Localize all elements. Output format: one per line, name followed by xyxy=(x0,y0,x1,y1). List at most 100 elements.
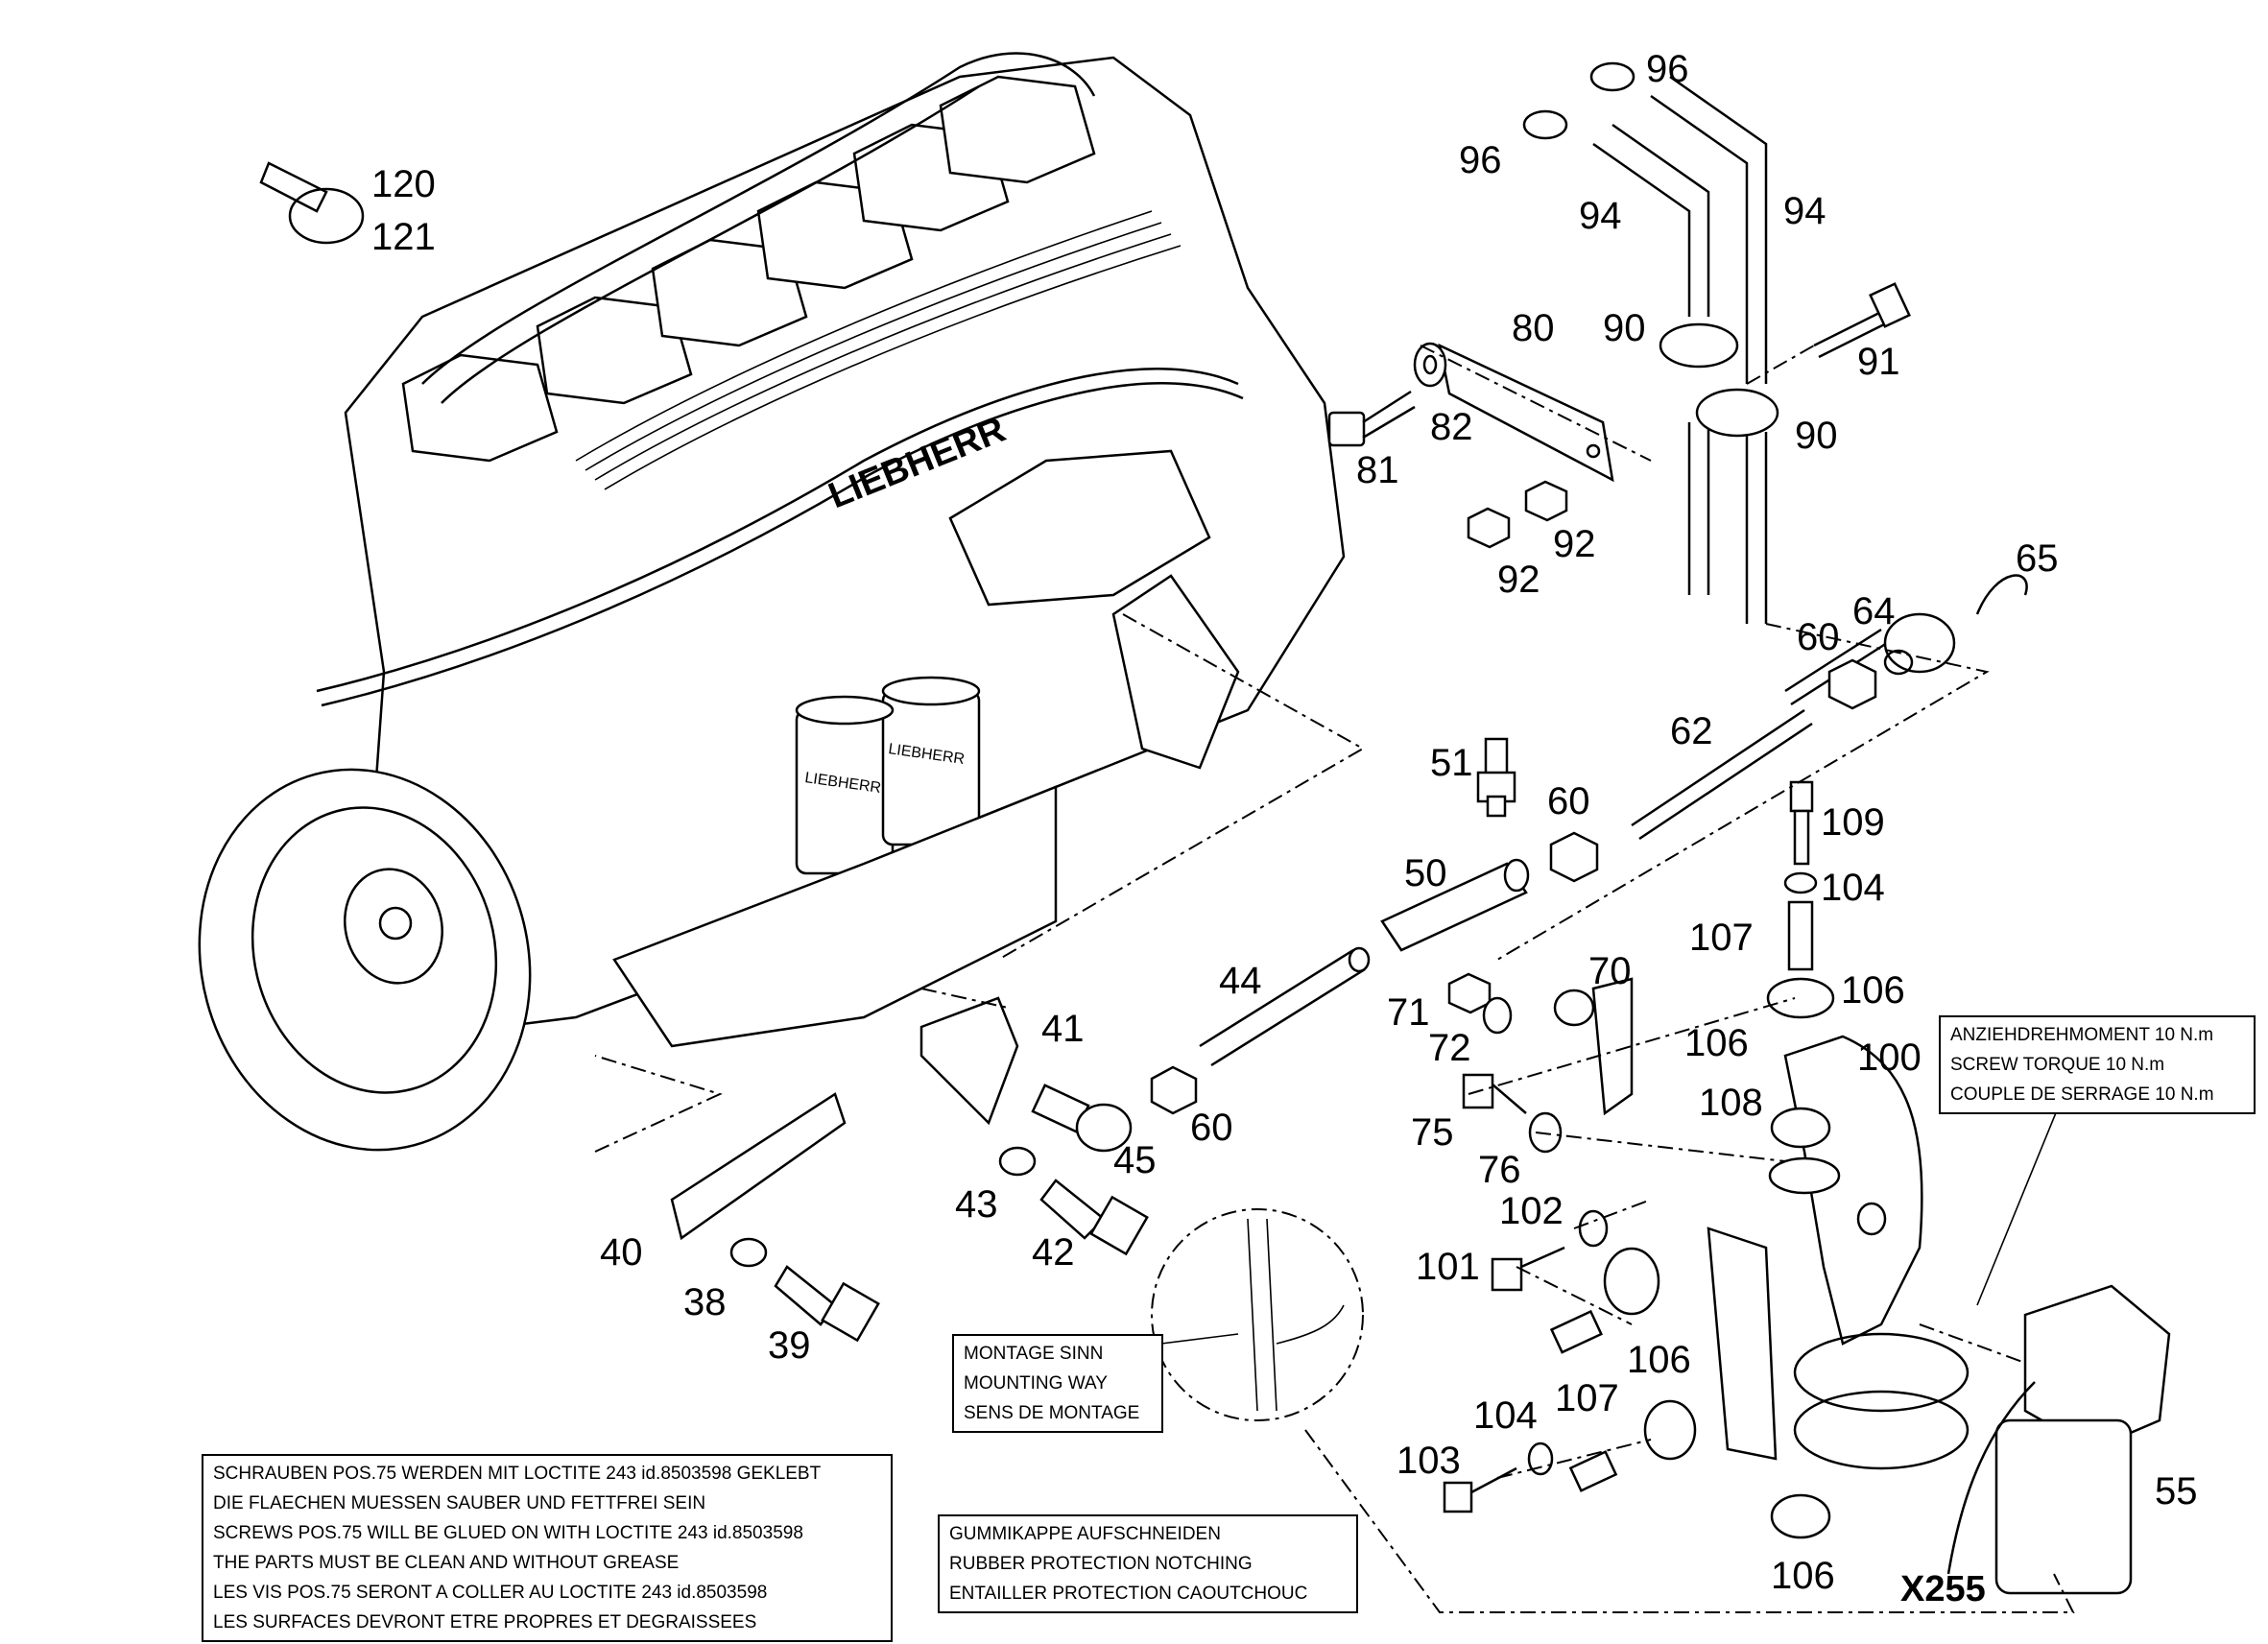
rocker-covers xyxy=(401,75,1096,463)
bolt-101 xyxy=(1491,1246,1565,1292)
washer-82 xyxy=(1413,342,1447,388)
washer-72 xyxy=(1482,996,1513,1035)
callout-65: 65 xyxy=(2016,537,2059,580)
rod-44 xyxy=(1199,946,1371,1067)
callout-44: 44 xyxy=(1219,960,1262,1002)
rubber-notching-note: GUMMIKAPPE AUFSCHNEIDEN RUBBER PROTECTIO… xyxy=(938,1514,1358,1613)
washer-38 xyxy=(729,1237,768,1268)
bolt-42 xyxy=(1039,1179,1149,1256)
callout-106d: 106 xyxy=(1771,1555,1835,1597)
callout-90b: 90 xyxy=(1795,415,1838,457)
callout-60c: 60 xyxy=(1190,1107,1233,1149)
bolt-91 xyxy=(1813,282,1911,359)
callout-43: 43 xyxy=(955,1183,998,1226)
mounting-direction-note: MONTAGE SINN MOUNTING WAY SENS DE MONTAG… xyxy=(952,1334,1163,1433)
callout-55: 55 xyxy=(2155,1470,2198,1513)
callout-108: 108 xyxy=(1699,1082,1763,1124)
callout-106c: 106 xyxy=(1627,1339,1691,1381)
callout-82: 82 xyxy=(1430,406,1473,448)
callout-numbers: 120 121 96 96 94 94 80 90 91 82 90 81 92… xyxy=(371,48,2198,1609)
callout-72: 72 xyxy=(1428,1027,1471,1069)
callout-100: 100 xyxy=(1857,1036,1922,1079)
callout-40: 40 xyxy=(600,1231,643,1274)
bolt-81 xyxy=(1327,390,1416,447)
callout-91: 91 xyxy=(1857,341,1900,383)
callout-39: 39 xyxy=(768,1324,811,1367)
callout-50: 50 xyxy=(1404,852,1447,894)
callout-106a: 106 xyxy=(1841,969,1905,1012)
callout-75: 75 xyxy=(1411,1111,1454,1154)
callout-120: 120 xyxy=(371,163,436,205)
loctite-line-5: LES VIS POS.75 SERONT A COLLER AU LOCTIT… xyxy=(213,1583,768,1603)
loctite-line-3: SCREWS POS.75 WILL BE GLUED ON WITH LOCT… xyxy=(213,1523,803,1543)
nut-60-mid xyxy=(1549,831,1599,883)
nut-60-lower xyxy=(1150,1065,1198,1115)
washer-76 xyxy=(1528,1111,1563,1154)
ball-joint-45 xyxy=(1031,1084,1133,1153)
loctite-line-6: LES SURFACES DEVRONT ETRE PROPRES ET DEG… xyxy=(213,1612,757,1632)
lever-70 xyxy=(1553,977,1634,1116)
callout-64: 64 xyxy=(1852,590,1896,632)
callout-51: 51 xyxy=(1430,742,1473,784)
washer-104-lower xyxy=(1527,1441,1554,1476)
sensor-55 xyxy=(1946,1284,2171,1595)
loctite-line-1: SCHRAUBEN POS.75 WERDEN MIT LOCTITE 243 … xyxy=(213,1464,822,1484)
bracket-80 xyxy=(1438,343,1614,483)
callout-42: 42 xyxy=(1032,1231,1075,1274)
callout-92a: 92 xyxy=(1553,523,1596,565)
torque-line-en: SCREW TORQUE 10 N.m xyxy=(1950,1055,2165,1075)
callout-71: 71 xyxy=(1387,991,1430,1034)
washer-104-upper xyxy=(1783,871,1818,894)
bushing-106-mid xyxy=(1603,1247,1697,1461)
callout-45: 45 xyxy=(1113,1139,1157,1181)
callout-101: 101 xyxy=(1416,1246,1480,1288)
switch-51 xyxy=(1476,737,1516,818)
callout-107b: 107 xyxy=(1555,1377,1619,1419)
clip-65 xyxy=(1975,574,2028,615)
bolt-109 xyxy=(1789,780,1814,866)
washer-102 xyxy=(1578,1209,1609,1248)
flywheel-housing xyxy=(198,768,532,1152)
callout-62: 62 xyxy=(1670,710,1713,752)
callout-X255: X255 xyxy=(1900,1569,1986,1609)
spacer-107-lower xyxy=(1549,1309,1618,1492)
clamp-90 xyxy=(1659,322,1779,438)
mounting-line-fr: SENS DE MONTAGE xyxy=(964,1403,1140,1423)
spacer-107-upper xyxy=(1787,900,1814,971)
nut-71 xyxy=(1447,972,1492,1014)
torque-line-fr: COUPLE DE SERRAGE 10 N.m xyxy=(1950,1084,2214,1105)
plate-40 xyxy=(670,1092,847,1241)
callout-38: 38 xyxy=(683,1281,727,1323)
mounting-detail xyxy=(1247,1218,1345,1412)
note-leaders xyxy=(1160,1093,2065,1345)
callout-109: 109 xyxy=(1821,801,1885,844)
callout-103: 103 xyxy=(1397,1440,1461,1482)
bushing-106-lower xyxy=(1770,1493,1831,1539)
callout-96b: 96 xyxy=(1459,139,1502,181)
loctite-line-4: THE PARTS MUST BE CLEAN AND WITHOUT GREA… xyxy=(213,1553,680,1573)
callout-60a: 60 xyxy=(1797,616,1840,658)
torque-note: ANZIEHDREHMOMENT 10 N.m SCREW TORQUE 10 … xyxy=(1939,1015,2256,1114)
cable-tie-120 xyxy=(259,161,365,245)
torque-line-de: ANZIEHDREHMOMENT 10 N.m xyxy=(1950,1025,2214,1045)
callout-121: 121 xyxy=(371,216,436,258)
callout-94a: 94 xyxy=(1579,195,1622,237)
bolt-39 xyxy=(774,1265,880,1343)
mounting-line-de: MONTAGE SINN xyxy=(964,1344,1104,1364)
callout-104b: 104 xyxy=(1473,1394,1538,1437)
callout-96a: 96 xyxy=(1646,48,1689,90)
clamp-bracket xyxy=(1707,1227,1970,1470)
bracket-41 xyxy=(919,996,1019,1126)
callout-81: 81 xyxy=(1356,449,1399,491)
washer-108 xyxy=(1768,1156,1841,1195)
loctite-line-2: DIE FLAECHEN MUESSEN SAUBER UND FETTFREI… xyxy=(213,1493,706,1513)
mounting-line-en: MOUNTING WAY xyxy=(964,1373,1108,1394)
callout-107a: 107 xyxy=(1689,917,1754,959)
callout-60b: 60 xyxy=(1547,780,1590,822)
rubber-line-fr: ENTAILLER PROTECTION CAOUTCHOUC xyxy=(949,1584,1308,1604)
callout-104a: 104 xyxy=(1821,867,1885,909)
nut-60-upper xyxy=(1827,658,1877,710)
callout-92b: 92 xyxy=(1497,559,1540,601)
callout-76: 76 xyxy=(1478,1149,1521,1191)
